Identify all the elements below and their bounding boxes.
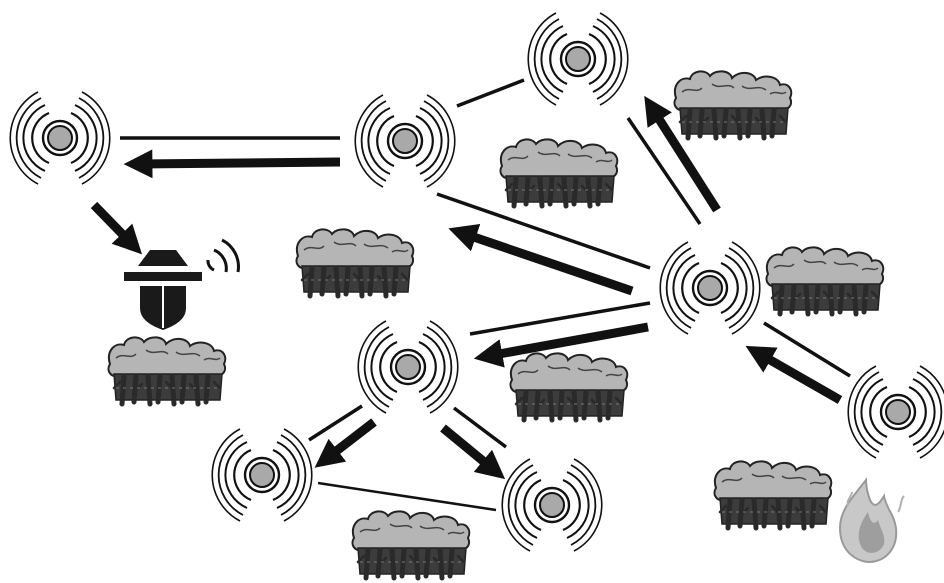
gateway-icon <box>124 238 240 330</box>
link-line-n2-n5 <box>436 192 651 270</box>
sensor-node-icon <box>659 240 761 336</box>
arrow-n5-to-n4 <box>473 322 649 368</box>
fire-icon <box>838 477 905 564</box>
arrow-n8-to-n5 <box>745 345 843 404</box>
forest-icon <box>714 461 831 528</box>
sensor-node-icon <box>527 11 629 107</box>
forest-icon <box>296 229 413 296</box>
link-line-n3-n5 <box>626 117 702 225</box>
sensor-node-icon <box>357 319 459 415</box>
forest-icon <box>766 247 883 314</box>
forest-icon <box>500 139 617 206</box>
links-layer <box>120 78 851 512</box>
forest-icon <box>352 511 469 578</box>
sensor-node-icon <box>354 93 456 189</box>
arrow-n1-to-gateway <box>90 201 143 255</box>
arrow-n4-to-n7 <box>440 424 506 480</box>
sensor-node-icon <box>501 457 603 553</box>
link-line-n4-n6 <box>308 404 363 442</box>
forest-icon <box>108 337 225 404</box>
link-line-n5-n8 <box>763 321 851 378</box>
arrow-n5-to-n3 <box>644 95 721 213</box>
link-line-n6-n7 <box>317 481 497 512</box>
arrow-n2-to-n1 <box>123 149 341 179</box>
sensor-node-icon <box>847 364 944 460</box>
link-line-n4-n7 <box>452 406 508 449</box>
sensor-node-icon <box>9 90 111 186</box>
link-line-n2-n3 <box>456 78 525 108</box>
forest-icon <box>674 71 791 138</box>
sensor-node-icon <box>211 427 313 523</box>
link-line-n4-n5 <box>469 301 651 336</box>
arrow-n5-to-n2 <box>448 224 634 296</box>
arrows-layer <box>90 95 843 480</box>
arrow-n4-to-n6 <box>314 418 377 468</box>
forest-icon <box>510 353 627 420</box>
